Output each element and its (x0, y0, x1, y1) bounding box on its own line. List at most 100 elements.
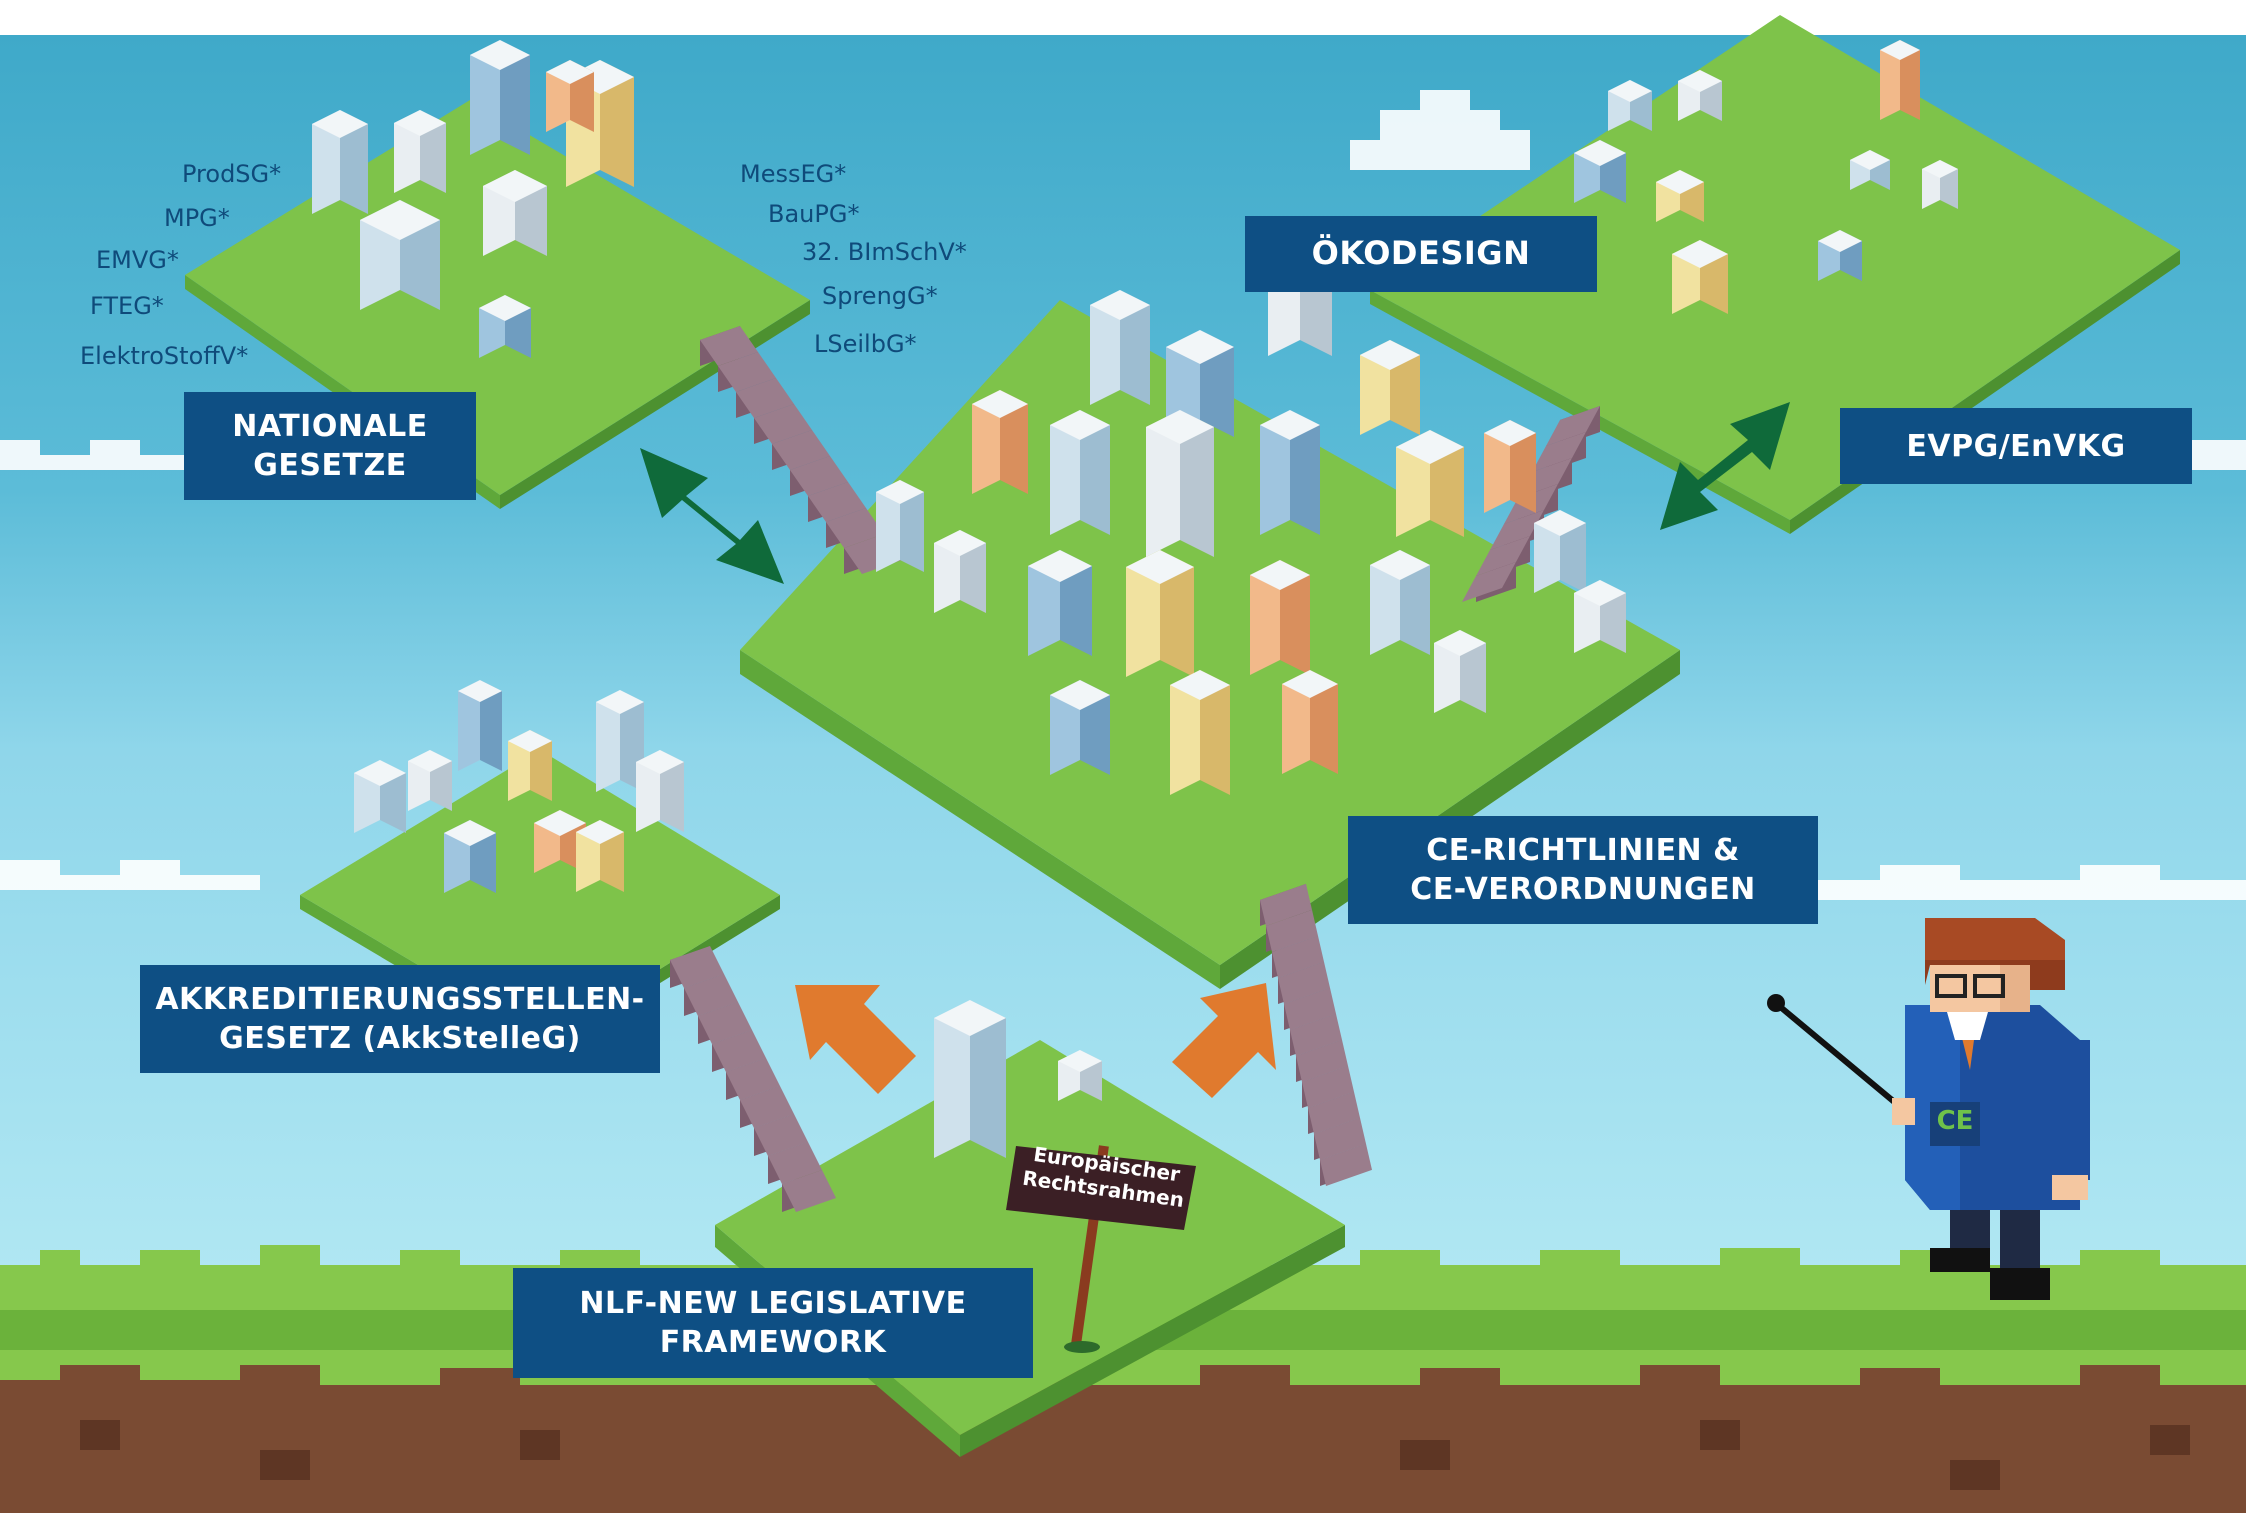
building-roof (596, 690, 644, 714)
building-roof (576, 820, 624, 844)
building-roof (1656, 170, 1704, 194)
law-label: MPG* (164, 204, 230, 232)
building-side (480, 680, 502, 771)
building-front (1250, 560, 1280, 675)
building-roof (534, 810, 586, 836)
orange-arrow-up-left (795, 985, 916, 1094)
orange-arrow-up-right (1172, 983, 1276, 1098)
building-roof (1028, 550, 1092, 582)
building (1880, 40, 1920, 120)
stair-tread (772, 430, 830, 470)
law-label: EMVG* (96, 246, 179, 274)
label-line: FRAMEWORK (659, 1325, 887, 1360)
building (1484, 420, 1536, 513)
stair-tread (1260, 883, 1312, 926)
stair-tread (1490, 510, 1544, 550)
building (1028, 550, 1092, 656)
stair-tread (1272, 935, 1324, 978)
building-roof (1434, 630, 1486, 656)
building-roof (458, 680, 502, 702)
building-roof (360, 200, 440, 240)
building (1434, 630, 1486, 713)
label-oekodesign: ÖKODESIGN (1245, 216, 1597, 292)
building-roof (1574, 580, 1626, 606)
green-double-arrow-right (1660, 402, 1790, 530)
stair-tread (1462, 562, 1516, 602)
building-roof (394, 110, 446, 136)
building-side (1900, 40, 1920, 120)
stair-tread (1284, 987, 1336, 1030)
label-line: AKKREDITIERUNGSSTELLEN- (155, 982, 645, 1017)
stair-tread (684, 974, 738, 1016)
building-roof (312, 110, 368, 138)
building (1608, 80, 1652, 131)
building-side (1180, 410, 1214, 557)
stair-tread (736, 378, 794, 418)
building-roof (1574, 140, 1626, 166)
building (1678, 70, 1722, 121)
building (1166, 330, 1234, 437)
ce-badge: CE (1936, 1106, 1974, 1136)
stair-tread (754, 1114, 808, 1156)
building-roof (354, 760, 406, 786)
building-roof (636, 750, 684, 774)
building-side (1160, 550, 1194, 677)
building (1146, 410, 1214, 557)
building-side (1280, 560, 1310, 675)
stair-tread (1320, 1143, 1372, 1186)
law-label: LSeilbG* (814, 330, 917, 358)
building-side (1290, 410, 1320, 535)
stairs-akk-to-nlf (670, 946, 836, 1212)
law-label: ElektroStoffV* (80, 342, 249, 370)
label-nlf: NLF-NEW LEGISLATIVE FRAMEWORK (513, 1268, 1033, 1378)
island-top (1370, 15, 2180, 520)
building-side (600, 60, 634, 187)
label-line: EVPG/EnVKG (1906, 428, 2126, 464)
stair-tread (718, 352, 776, 392)
building (576, 820, 624, 892)
stairs-nationale-to-ce (700, 326, 902, 574)
stair-tread (670, 946, 724, 988)
stair-tread (726, 1058, 780, 1100)
building-side (1200, 670, 1230, 795)
label-akkstelleg: AKKREDITIERUNGSSTELLEN- GESETZ (AkkStell… (140, 965, 660, 1073)
stair-tread (740, 1086, 794, 1128)
building (408, 750, 452, 811)
building (1260, 410, 1320, 535)
building-roof (408, 750, 452, 772)
building-roof (470, 40, 530, 70)
building (1656, 170, 1704, 222)
stair-tread (768, 1142, 822, 1184)
stair-tread (1302, 1065, 1354, 1108)
stair-tread (1308, 1091, 1360, 1134)
building (1090, 290, 1150, 405)
building-side (1310, 670, 1338, 774)
building-roof (1250, 560, 1310, 590)
stair-tread (700, 326, 758, 366)
building-front (458, 680, 480, 771)
law-label: MessEG* (740, 160, 847, 188)
building-side (1120, 290, 1150, 405)
stair-tread (712, 1030, 766, 1072)
building-roof (444, 820, 496, 846)
building (1672, 240, 1728, 314)
building (479, 295, 531, 358)
building (546, 60, 594, 132)
building (534, 810, 586, 873)
island-top (300, 750, 780, 1040)
building (1250, 560, 1310, 675)
building-roof (1396, 430, 1464, 464)
building-front (1050, 410, 1080, 535)
building-roof (1170, 670, 1230, 700)
stair-tread (1546, 406, 1600, 446)
building (934, 1000, 1006, 1158)
building-front (1484, 420, 1510, 513)
stair-tread (1296, 1039, 1348, 1082)
building-side (1000, 390, 1028, 494)
building (1574, 140, 1626, 203)
stair-tread (1314, 1117, 1366, 1160)
stair-tread (1278, 961, 1330, 1004)
building (1850, 150, 1890, 190)
